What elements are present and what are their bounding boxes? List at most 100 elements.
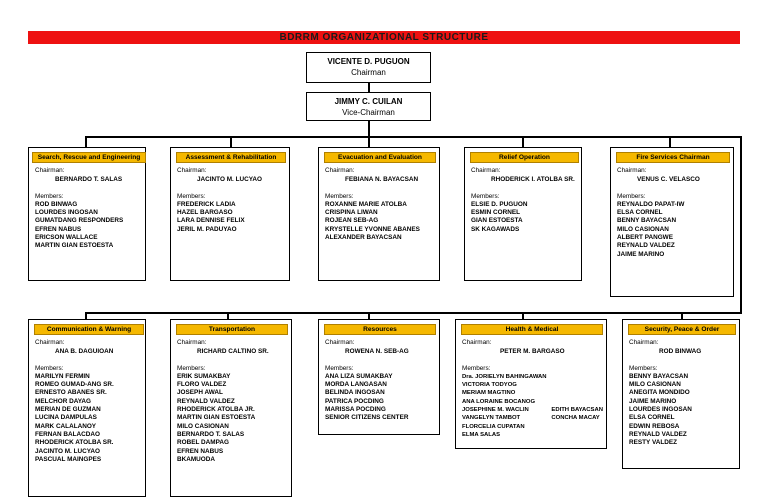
connector [740, 136, 742, 314]
member: ALBERT PANGWE [617, 234, 673, 242]
member: LOURDES INGOSAN [629, 406, 692, 414]
members-label: Members: [35, 364, 64, 372]
member: ELSIE D. PUGUON [471, 200, 528, 208]
member: EFREN NABUS [35, 225, 82, 233]
member: REYNALD VALDEZ [617, 242, 675, 250]
members-label: Members: [471, 192, 500, 200]
committee-box-fire-services: Fire Services Chairman Chairman: VENUS C… [610, 147, 734, 297]
chairman-label: Chairman: [35, 167, 65, 174]
member: BERNARDO T. SALAS [177, 430, 245, 438]
member: PATRICA POCDING [325, 397, 384, 405]
member: MARTIN GIAN ESTOESTA [35, 242, 114, 250]
member [551, 398, 603, 406]
member: ANA LIZA SUMAKBAY [325, 372, 393, 380]
members-label: Members: [629, 364, 658, 372]
committee-chairman: BERNARDO T. SALAS [55, 176, 123, 184]
chairman-label: Chairman: [177, 339, 207, 346]
members-label: Members: [35, 192, 64, 200]
page-title: BDRRM ORGANIZATIONAL STRUCTURE [28, 31, 740, 44]
chairman-label: Chairman: [177, 167, 207, 174]
members-label: Members: [617, 192, 646, 200]
member: JOSEPHINE M. WACLIN [462, 407, 529, 414]
member: ELSA CORNEL [617, 209, 663, 217]
committee-title: Health & Medical [461, 324, 603, 335]
member: FREDERICK LADIA [177, 200, 236, 208]
member: BELINDA INGOSAN [325, 389, 385, 397]
member: BENNY BAYACSAN [629, 372, 689, 380]
connector [85, 136, 87, 148]
member: ROBEL DAMPAG [177, 439, 229, 447]
member: JACINTO M. LUCYAO [35, 447, 100, 455]
committee-title: Communication & Warning [34, 324, 144, 335]
connector [368, 136, 370, 148]
connector [669, 136, 671, 148]
chairman-name: VICENTE D. PUGUON [327, 57, 410, 66]
connector [85, 136, 741, 138]
member: JAIME MARINO [629, 397, 677, 405]
member: EDITH BAYACSAN [551, 407, 603, 414]
member: EDWIN REBOSA [629, 422, 680, 430]
committee-chairman: ROWENA N. SEB-AG [345, 348, 409, 356]
member: Dra. JORIELYN BAHINGAWAN [462, 373, 547, 380]
member [551, 381, 603, 389]
member: BKAMUODA [177, 455, 215, 463]
member: PASCUAL MAINGPES [35, 455, 102, 463]
committee-title: Resources [324, 324, 436, 335]
member: MILO CASIONAN [617, 225, 669, 233]
member: ROD BINWAG [35, 200, 78, 208]
connector [230, 136, 232, 148]
connector [368, 312, 370, 320]
member: FLORCELIA CUPATAN [462, 423, 525, 430]
member: JAIME MARINO [617, 250, 665, 258]
member: MORDA LANGASAN [325, 381, 387, 389]
member: RHODERICK ATOLBA SR. [35, 439, 114, 447]
connector [522, 312, 524, 320]
member: MARILYN FERMIN [35, 372, 90, 380]
member: EFREN NABUS [177, 447, 224, 455]
committee-box-search-rescue: Search, Rescue and Engineering Chairman:… [28, 147, 146, 281]
member: FERNAN BALACDAO [35, 430, 100, 438]
member: VANGELYN TAMBOT [462, 415, 521, 422]
member: MARK CALALANOY [35, 422, 97, 430]
member: ROXANNE MARIE ATOLBA [325, 200, 407, 208]
vice-chairman-name: JIMMY C. CUILAN [334, 97, 403, 106]
member: ROMEO GUMAD-ANG SR. [35, 381, 114, 389]
members-label: Members: [325, 192, 354, 200]
committee-chairman: RICHARD CALTINO SR. [197, 348, 269, 356]
member: LUCINA DAMPULAS [35, 414, 97, 422]
committee-box-communication: Communication & Warning Chairman: ANA B.… [28, 319, 146, 497]
members-label: Members: [177, 364, 206, 372]
committee-box-assessment: Assessment & Rehabilitation Chairman: JA… [170, 147, 290, 281]
member: MERIAN DE GUZMAN [35, 406, 101, 414]
chairman-label: Chairman: [617, 167, 647, 174]
connector [85, 312, 742, 314]
member: SENIOR CITIZENS CENTER [325, 414, 409, 422]
committee-chairman: ROD BINWAG [659, 348, 702, 356]
connector [681, 312, 683, 320]
connector [368, 83, 370, 92]
connector [85, 312, 87, 320]
member: MARTIN GIAN ESTOESTA [177, 414, 256, 422]
member: LARA DENNISE FELIX [177, 217, 245, 225]
committee-chairman: VENUS C. VELASCO [637, 176, 700, 184]
member: ALEXANDER BAYACSAN [325, 234, 402, 242]
member: MILO CASIONAN [629, 381, 681, 389]
member: RESTY VALDEZ [629, 439, 678, 447]
chairman-label: Chairman: [471, 167, 501, 174]
member: BENNY BAYACSAN [617, 217, 677, 225]
member: MARISSA POCDING [325, 406, 386, 414]
committee-chairman: JACINTO M. LUCYAO [197, 176, 262, 184]
member: HAZEL BARGASO [177, 209, 233, 217]
member: REYNALD VALDEZ [177, 397, 235, 405]
member: REYNALD VALDEZ [629, 430, 687, 438]
member: CRISPINA LIWAN [325, 209, 378, 217]
vice-chairman-box: JIMMY C. CUILAN Vice-Chairman [306, 92, 431, 121]
committee-box-transportation: Transportation Chairman: RICHARD CALTINO… [170, 319, 292, 497]
members-label: Members: [325, 364, 354, 372]
member: LOURDES INGOSAN [35, 209, 98, 217]
committee-title: Transportation [176, 324, 288, 335]
committee-chairman: PETER M. BARGASO [500, 348, 565, 356]
connector [368, 121, 370, 137]
member [551, 389, 603, 397]
committee-box-relief: Relief Operation Chairman: RHODERICK I. … [464, 147, 582, 281]
